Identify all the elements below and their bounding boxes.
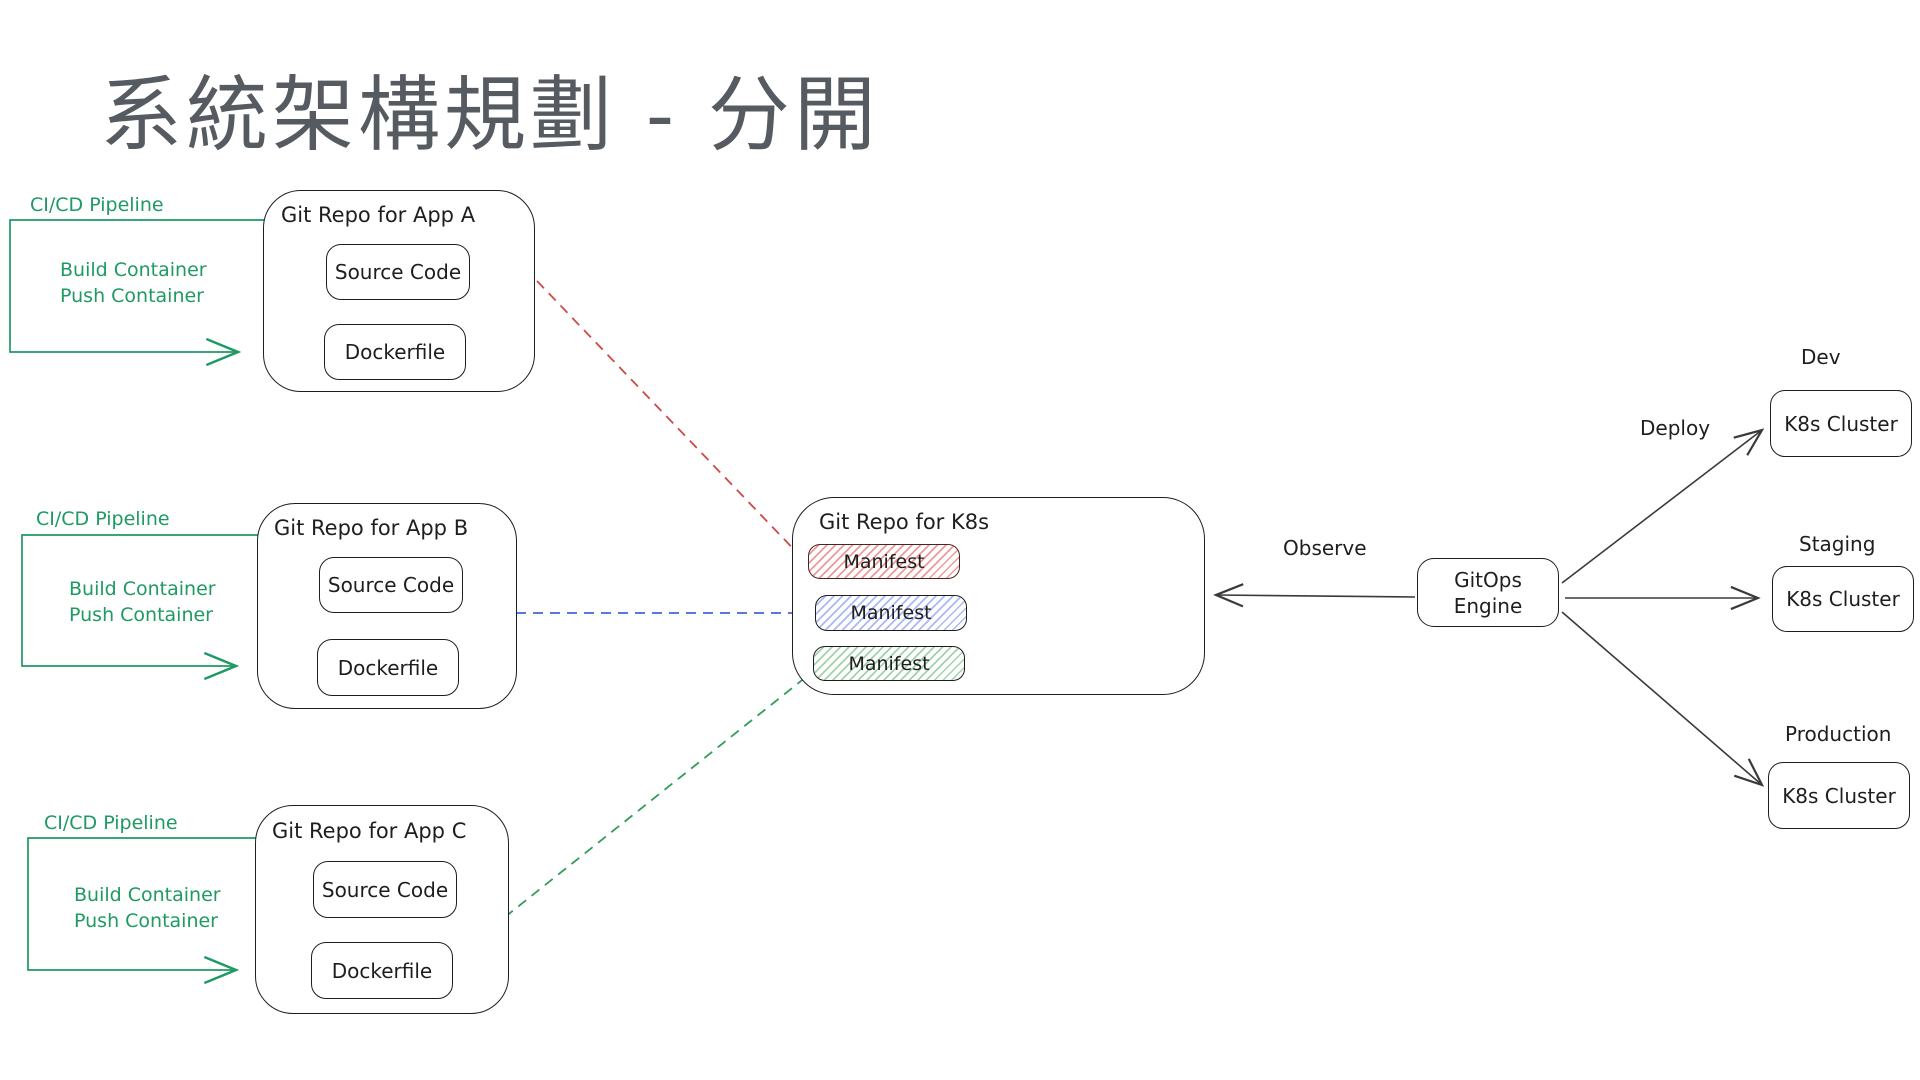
source-code-label-c: Source Code <box>321 877 449 902</box>
deploy-arrow-production <box>1561 611 1762 785</box>
manifest-label-blue: Manifest <box>850 602 932 624</box>
env-label-production: Production <box>1785 722 1892 746</box>
deploy-arrow-dev <box>1561 430 1762 584</box>
dockerfile-label-c: Dockerfile <box>331 958 433 983</box>
repo-title-app-c: Git Repo for App C <box>272 819 467 843</box>
cluster-box-dev: K8s Cluster <box>1770 390 1912 457</box>
pipeline-b-step-build: Build Container <box>69 578 216 600</box>
dockerfile-box-c: Dockerfile <box>311 942 453 999</box>
pipeline-c-step-push: Push Container <box>74 910 218 932</box>
dockerfile-label-a: Dockerfile <box>344 340 446 364</box>
page-title: 系統架構規劃 - 分開 <box>100 68 880 163</box>
observe-label: Observe <box>1283 536 1367 560</box>
dockerfile-box-b: Dockerfile <box>317 639 459 696</box>
dockerfile-box-a: Dockerfile <box>324 324 466 380</box>
pipeline-c-steps: Build Container Push Container <box>74 882 221 934</box>
repo-box-k8s: Git Repo for K8s Manifest Manifest Manif… <box>792 497 1205 695</box>
dashed-link-app-a-red <box>536 280 805 561</box>
pipeline-b-step-push: Push Container <box>69 604 213 626</box>
repo-title-app-b: Git Repo for App B <box>274 516 469 540</box>
pipeline-c-step-build: Build Container <box>74 884 221 906</box>
cluster-box-staging: K8s Cluster <box>1772 566 1914 632</box>
pipeline-b-label: CI/CD Pipeline <box>36 508 170 530</box>
dockerfile-label-b: Dockerfile <box>337 655 439 680</box>
repo-title-k8s: Git Repo for K8s <box>819 510 990 534</box>
cluster-label-production: K8s Cluster <box>1782 783 1896 808</box>
manifest-label-red: Manifest <box>843 550 925 573</box>
manifest-box-red: Manifest <box>808 544 960 579</box>
pipeline-a-step-push: Push Container <box>60 285 204 307</box>
manifest-box-blue: Manifest <box>815 595 967 631</box>
observe-arrow <box>1216 595 1416 597</box>
pipeline-a-label: CI/CD Pipeline <box>30 194 164 216</box>
gitops-engine-line2: Engine <box>1453 593 1523 618</box>
pipeline-c-label: CI/CD Pipeline <box>44 812 178 834</box>
source-code-label-b: Source Code <box>327 573 455 597</box>
cluster-label-staging: K8s Cluster <box>1786 587 1900 611</box>
dashed-link-app-c-green <box>504 676 807 918</box>
pipeline-a-steps: Build Container Push Container <box>60 257 207 309</box>
source-code-box-c: Source Code <box>313 861 457 918</box>
source-code-box-b: Source Code <box>319 557 463 613</box>
env-label-staging: Staging <box>1799 532 1876 556</box>
gitops-engine-line1: GitOps <box>1454 567 1522 592</box>
repo-title-app-a: Git Repo for App A <box>281 203 476 227</box>
source-code-label-a: Source Code <box>334 260 462 284</box>
pipeline-a-step-build: Build Container <box>60 259 207 281</box>
source-code-box-a: Source Code <box>326 244 470 300</box>
deploy-label: Deploy <box>1640 416 1711 440</box>
manifest-box-green: Manifest <box>813 646 965 681</box>
env-label-dev: Dev <box>1801 345 1841 369</box>
pipeline-b-steps: Build Container Push Container <box>69 576 216 628</box>
repo-box-app-c: Git Repo for App C Source Code Dockerfil… <box>255 805 509 1014</box>
repo-box-app-a: Git Repo for App A Source Code Dockerfil… <box>263 190 535 392</box>
repo-box-app-b: Git Repo for App B Source Code Dockerfil… <box>257 503 517 709</box>
manifest-label-green: Manifest <box>848 652 930 675</box>
cluster-label-dev: K8s Cluster <box>1784 411 1898 436</box>
cluster-box-production: K8s Cluster <box>1768 762 1910 829</box>
gitops-engine-box: GitOps Engine <box>1417 558 1559 627</box>
